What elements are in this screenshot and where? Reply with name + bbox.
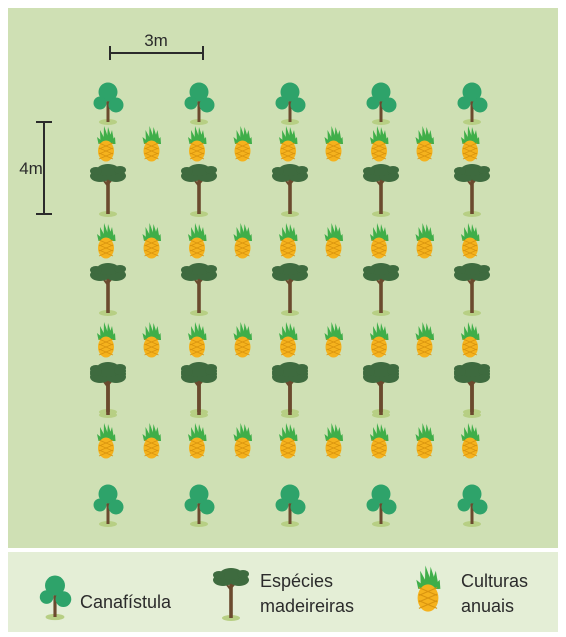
plants-grid [90, 82, 490, 527]
legend: Canafístula Espécies madeireiras Cultura… [39, 565, 533, 621]
hardwood-tree [90, 365, 126, 418]
pineapple-plant [370, 126, 389, 162]
pineapple-plant [233, 126, 252, 162]
hardwood-tree [363, 164, 399, 217]
pineapple-plant [415, 126, 434, 162]
canafistula-tree [275, 82, 306, 125]
hardwood-tree [181, 263, 217, 316]
pineapple-plant [279, 223, 298, 259]
legend-panel [8, 552, 558, 632]
hardwood-tree [454, 263, 490, 316]
hardwood-tree [90, 263, 126, 316]
pineapple-plant [188, 126, 207, 162]
legend-label-hardwood: Espécies madeireiras [260, 571, 354, 616]
hardwood-tree [272, 263, 308, 316]
hardwood-tree [272, 164, 308, 217]
pineapple-plant [415, 223, 434, 259]
hardwood-tree [272, 365, 308, 418]
pineapple-plant [233, 223, 252, 259]
hardwood-tree [454, 164, 490, 217]
pineapple-plant [188, 322, 207, 358]
pineapple-plant [233, 423, 252, 459]
horizontal-spacing-label: 3m [144, 31, 168, 50]
pineapple-plant [324, 423, 343, 459]
pineapple-plant [279, 126, 298, 162]
pineapple-plant [415, 322, 434, 358]
legend-label-annual: Culturas anuais [461, 571, 533, 616]
pineapple-plant [279, 423, 298, 459]
spacing-dimensions: 3m 4m [19, 31, 204, 215]
canafistula-tree [184, 82, 215, 125]
vertical-dimension: 4m [19, 121, 52, 215]
pineapple-plant [142, 223, 161, 259]
canafistula-tree [93, 82, 124, 125]
pineapple-plant [142, 423, 161, 459]
canafistula-tree [93, 484, 124, 527]
pineapple-plant [188, 223, 207, 259]
pineapple-plant [461, 423, 480, 459]
pineapple-plant [461, 322, 480, 358]
pineapple-plant [370, 223, 389, 259]
horizontal-dimension: 3m [109, 31, 204, 60]
pineapple-plant [279, 322, 298, 358]
pineapple-plant [324, 223, 343, 259]
pineapple-plant [188, 423, 207, 459]
canafistula-tree [39, 575, 72, 621]
hardwood-tree [181, 164, 217, 217]
pineapple-plant [461, 126, 480, 162]
pineapple-plant [97, 126, 116, 162]
hardwood-tree [181, 365, 217, 418]
pineapple-plant [416, 565, 441, 612]
pineapple-plant [142, 322, 161, 358]
pineapple-icon [416, 565, 441, 612]
canafistula-tree [184, 484, 215, 527]
hardwood-tree [454, 365, 490, 418]
pineapple-plant [324, 322, 343, 358]
hardwood-tree [90, 164, 126, 217]
canafistula-tree [457, 82, 488, 125]
canafistula-tree [275, 484, 306, 527]
pineapple-plant [97, 423, 116, 459]
hardwood-tree [363, 365, 399, 418]
hardwood-tree-icon [213, 568, 249, 621]
pineapple-plant [324, 126, 343, 162]
pineapple-plant [97, 223, 116, 259]
pineapple-plant [370, 322, 389, 358]
canafistula-tree [457, 484, 488, 527]
pineapple-plant [233, 322, 252, 358]
pineapple-plant [461, 223, 480, 259]
canafistula-tree [366, 82, 397, 125]
hardwood-tree [213, 568, 249, 621]
pineapple-plant [142, 126, 161, 162]
pineapple-plant [415, 423, 434, 459]
canafistula-tree [366, 484, 397, 527]
vertical-spacing-label: 4m [19, 159, 43, 178]
pineapple-plant [370, 423, 389, 459]
canafistula-tree-icon [39, 575, 72, 621]
legend-label-canafistula: Canafístula [80, 592, 172, 612]
hardwood-tree [363, 263, 399, 316]
pineapple-plant [97, 322, 116, 358]
